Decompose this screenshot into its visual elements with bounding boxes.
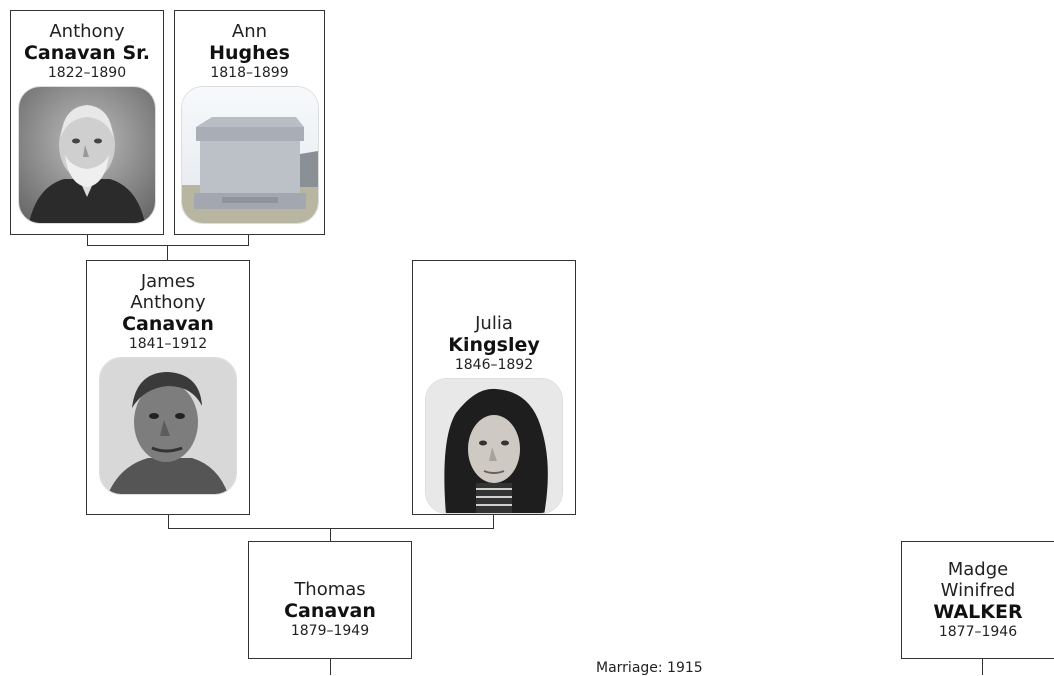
person-card-ann-hughes[interactable]: Ann Hughes 1818–1899	[174, 10, 325, 235]
life-years: 1846–1892	[454, 356, 534, 373]
life-years: 1818–1899	[210, 65, 289, 81]
marriage-label: Marriage: 1915	[596, 660, 703, 676]
connector-line	[493, 514, 494, 529]
connector-line	[168, 514, 169, 529]
surname: WALKER	[933, 601, 1023, 623]
portrait-photo-icon[interactable]	[425, 377, 563, 514]
given-name-middle: Anthony	[130, 292, 206, 313]
connector-line	[248, 234, 249, 246]
person-card-madge-winifred-walker[interactable]: Madge Winifred WALKER 1877–1946	[901, 541, 1054, 659]
surname: Kingsley	[448, 333, 540, 356]
connector-line	[330, 658, 331, 675]
given-name-first: Madge	[947, 559, 1009, 580]
surname: Canavan	[284, 599, 376, 622]
surname: Canavan Sr.	[23, 42, 151, 64]
life-years: 1879–1949	[290, 622, 370, 639]
portrait-photo-icon[interactable]	[99, 357, 237, 495]
life-years: 1877–1946	[938, 624, 1018, 640]
given-name-first: James	[140, 271, 196, 292]
connector-line	[168, 528, 494, 529]
given-name: Anthony	[49, 21, 125, 42]
given-name: Thomas	[294, 578, 366, 600]
life-years: 1841–1912	[128, 336, 208, 352]
gravestone-photo-icon[interactable]	[180, 86, 319, 224]
person-card-julia-kingsley[interactable]: Julia Kingsley 1846–1892	[412, 260, 576, 515]
given-name: Julia	[475, 312, 513, 334]
surname: Canavan	[122, 313, 214, 335]
life-years: 1822–1890	[47, 65, 127, 81]
connector-line	[167, 245, 168, 261]
person-card-thomas-canavan[interactable]: Thomas Canavan 1879–1949	[248, 541, 412, 659]
connector-line	[87, 245, 249, 246]
connector-line	[982, 658, 983, 675]
given-name-middle: Winifred	[940, 580, 1016, 601]
connector-line	[330, 528, 331, 542]
portrait-photo-icon[interactable]	[18, 86, 156, 224]
person-card-james-anthony-canavan[interactable]: James Anthony Canavan 1841–1912	[86, 260, 250, 515]
surname: Hughes	[209, 42, 290, 64]
connector-line	[87, 234, 88, 246]
given-name: Ann	[231, 21, 268, 42]
person-card-anthony-canavan-sr[interactable]: Anthony Canavan Sr. 1822–1890	[10, 10, 164, 235]
